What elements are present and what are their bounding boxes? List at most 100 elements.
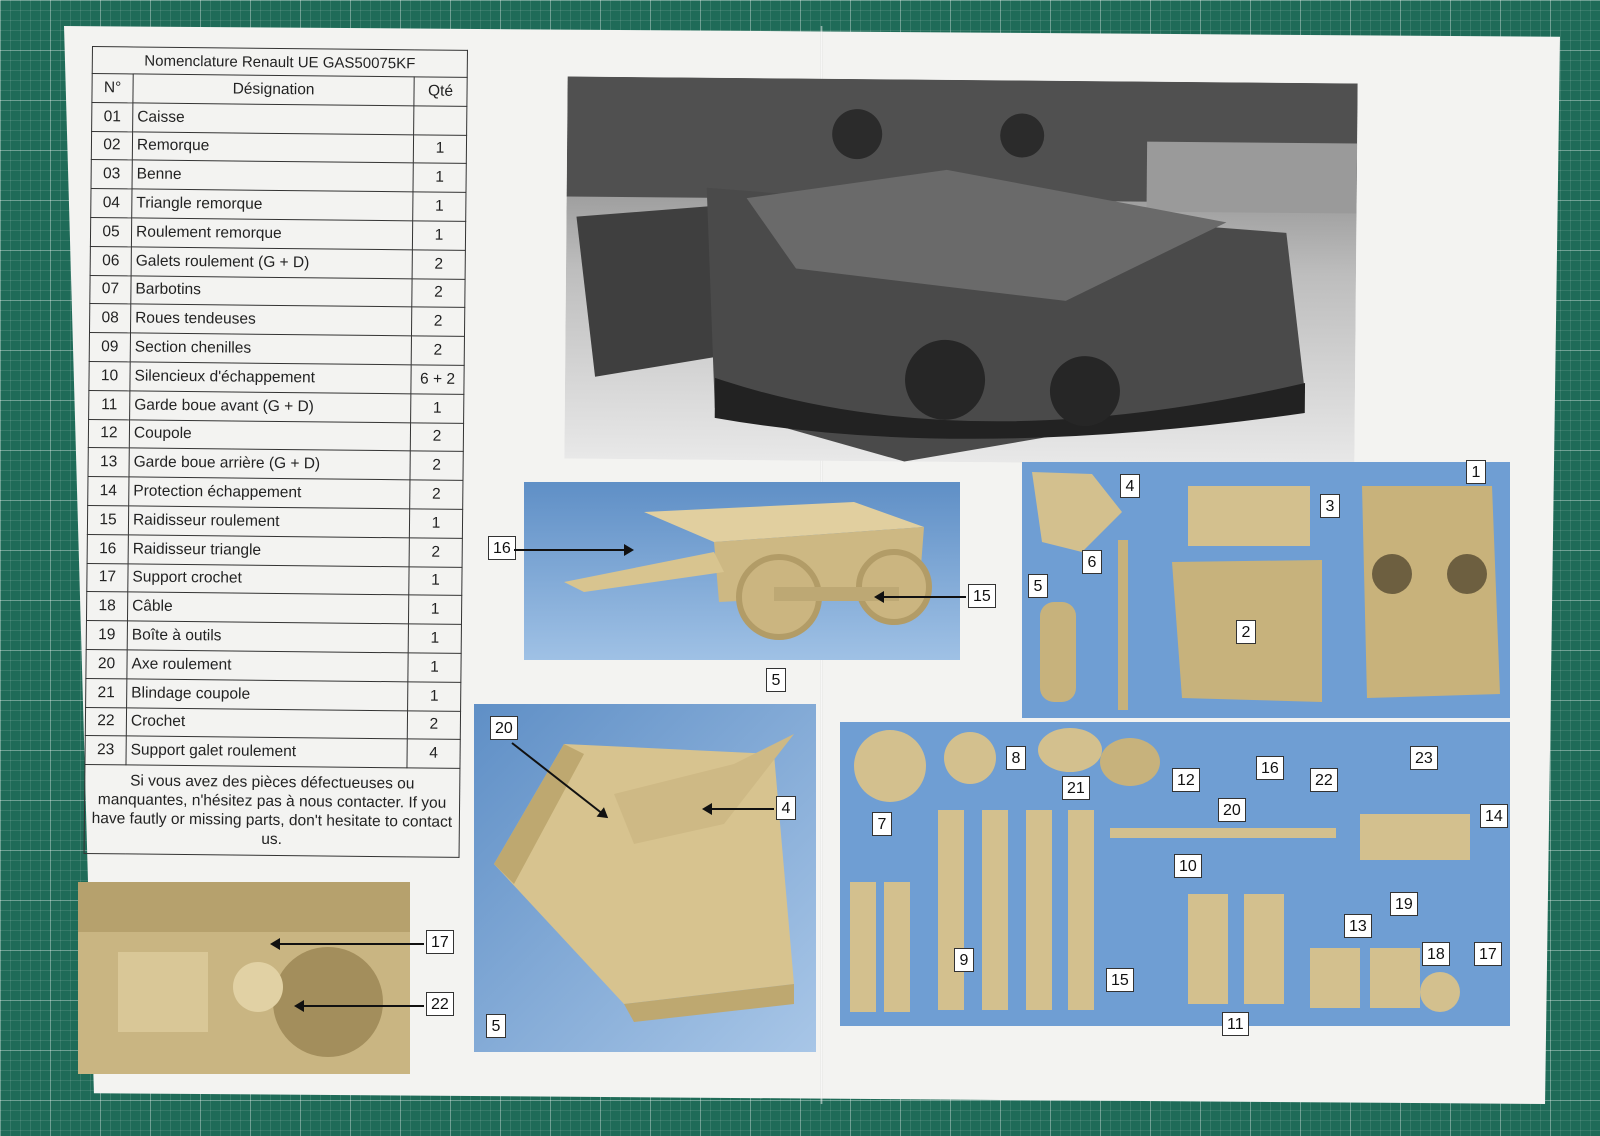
row-qty: 2 [409, 451, 464, 481]
row-designation: Crochet [126, 707, 408, 740]
callout-17-hook: 17 [426, 930, 454, 954]
row-qty: 4 [406, 739, 461, 769]
row-number: 21 [85, 678, 127, 708]
row-qty: 1 [410, 393, 464, 423]
row-qty: 1 [408, 566, 463, 596]
row-designation: Garde boue avant (G + D) [129, 390, 411, 423]
callout-3: 3 [1320, 494, 1340, 518]
row-number: 01 [91, 102, 133, 132]
callout-16-parts: 16 [1256, 756, 1284, 780]
row-number: 06 [90, 246, 132, 276]
historic-photo [564, 76, 1358, 466]
callout-5-underside: 5 [486, 1014, 506, 1038]
row-number: 07 [89, 275, 132, 305]
row-number: 13 [87, 447, 130, 478]
callout-15-parts: 15 [1106, 968, 1134, 992]
callout-12: 12 [1172, 768, 1200, 792]
row-designation: Protection échappement [128, 477, 410, 509]
row-designation: Triangle remorque [131, 189, 413, 221]
arrow-4 [704, 808, 774, 810]
callout-15: 15 [968, 584, 996, 608]
arrow-16 [514, 544, 634, 556]
row-number: 04 [90, 188, 133, 218]
header-designation: Désignation [132, 73, 415, 106]
callout-14: 14 [1480, 804, 1508, 828]
row-designation: Câble [127, 592, 409, 624]
row-designation: Roues tendeuses [130, 304, 412, 337]
callout-5-trailer: 5 [766, 668, 786, 692]
row-qty: 2 [409, 537, 463, 567]
row-designation: Garde boue arrière (G + D) [128, 448, 411, 481]
callout-23: 23 [1410, 746, 1438, 770]
table-title: Nomenclature Renault UE GAS50075KF [92, 46, 468, 78]
row-designation: Raidisseur roulement [128, 505, 410, 538]
parts-photo-top [1022, 462, 1510, 718]
row-number: 19 [86, 620, 128, 650]
underside-photo [474, 704, 816, 1052]
row-designation: Raidisseur triangle [128, 534, 410, 567]
callout-22-parts: 22 [1310, 768, 1338, 792]
row-number: 15 [87, 505, 129, 535]
row-qty: 2 [412, 249, 466, 279]
row-number: 18 [86, 591, 128, 622]
row-designation: Support galet roulement [125, 736, 408, 768]
row-qty: 1 [409, 508, 463, 539]
row-qty: 6 + 2 [410, 364, 465, 395]
row-qty: 2 [407, 710, 461, 740]
row-qty: 1 [412, 220, 466, 251]
row-designation: Roulement remorque [131, 217, 413, 250]
header-num: N° [91, 73, 134, 103]
callout-1: 1 [1466, 460, 1486, 484]
callout-9: 9 [954, 948, 974, 972]
callout-2: 2 [1236, 620, 1256, 644]
row-designation: Silencieux d'échappement [129, 361, 412, 394]
row-designation: Axe roulement [126, 649, 409, 682]
callout-13: 13 [1344, 914, 1372, 938]
row-qty: 1 [413, 134, 467, 164]
row-number: 05 [90, 217, 132, 247]
callout-22-hook: 22 [426, 992, 454, 1016]
row-number: 14 [87, 476, 129, 506]
callout-8: 8 [1006, 746, 1026, 770]
row-designation: Section chenilles [130, 333, 412, 365]
row-designation: Remorque [132, 131, 414, 164]
row-number: 03 [91, 159, 133, 190]
row-number: 11 [88, 390, 130, 420]
row-qty [413, 105, 467, 136]
row-number: 09 [89, 332, 131, 362]
callout-20-parts: 20 [1218, 798, 1246, 822]
callout-11: 11 [1222, 1012, 1249, 1036]
row-designation: Caisse [132, 102, 414, 135]
row-qty: 1 [412, 163, 467, 193]
callout-5-parts: 5 [1028, 574, 1048, 598]
row-qty: 2 [411, 336, 465, 366]
arrow-22 [296, 1005, 424, 1007]
callout-17-parts: 17 [1474, 942, 1502, 966]
callout-7: 7 [872, 812, 892, 836]
row-number: 20 [85, 649, 128, 679]
callout-18: 18 [1422, 942, 1450, 966]
row-qty: 1 [407, 652, 462, 683]
callout-4-parts: 4 [1120, 474, 1140, 498]
row-qty: 2 [411, 307, 465, 337]
callout-10: 10 [1174, 854, 1202, 878]
row-qty: 2 [410, 422, 464, 452]
nomenclature-table: Nomenclature Renault UE GAS50075KF N° Dé… [84, 46, 468, 858]
row-designation: Boîte à outils [127, 621, 409, 653]
row-designation: Barbotins [130, 275, 413, 308]
